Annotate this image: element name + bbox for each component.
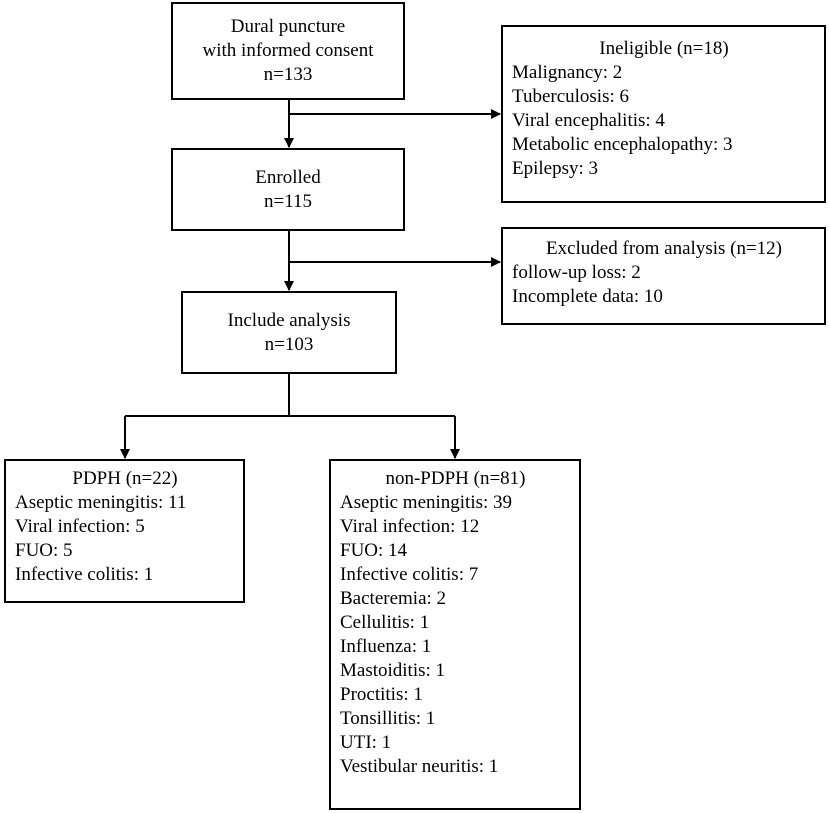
excluded-item: Incomplete data: 10 xyxy=(512,286,663,307)
non-pdph-item: Aseptic meningitis: 39 xyxy=(340,492,513,513)
non-pdph-item: Bacteremia: 2 xyxy=(340,588,447,609)
enrolled-box: Enrolled n=115 xyxy=(171,148,405,231)
ineligible-item: Epilepsy: 3 xyxy=(512,158,599,179)
enrolled-count: n=115 xyxy=(263,190,312,212)
ineligible-item: Malignancy: 2 xyxy=(512,62,623,83)
non-pdph-item: Cellulitis: 1 xyxy=(340,612,430,633)
non-pdph-item: FUO: 14 xyxy=(340,540,408,561)
non-pdph-title: non-PDPH (n=81) xyxy=(385,468,526,489)
non-pdph-item: Mastoiditis: 1 xyxy=(340,660,446,681)
ineligible-item: Viral encephalitis: 4 xyxy=(512,110,665,131)
pdph-title: PDPH (n=22) xyxy=(72,468,178,489)
ineligible-item: Metabolic encephalopathy: 3 xyxy=(512,134,733,155)
non-pdph-item: Proctitis: 1 xyxy=(340,684,423,705)
ineligible-item: Tuberculosis: 6 xyxy=(512,86,630,107)
excluded-box: Excluded from analysis (n=12) follow-up … xyxy=(501,227,826,325)
pdph-item: Infective colitis: 1 xyxy=(15,564,154,585)
non-pdph-item: Tonsillitis: 1 xyxy=(340,708,436,729)
non-pdph-item: UTI: 1 xyxy=(340,732,392,753)
dural-puncture-count: n=133 xyxy=(263,64,313,85)
non-pdph-item: Viral infection: 12 xyxy=(340,516,480,537)
ineligible-title: Ineligible (n=18) xyxy=(599,38,729,59)
pdph-item: Viral infection: 5 xyxy=(15,516,145,537)
non-pdph-box: non-PDPH (n=81) Aseptic meningitis: 39 V… xyxy=(329,459,581,810)
enrolled-label: Enrolled xyxy=(255,166,321,188)
non-pdph-item: Vestibular neuritis: 1 xyxy=(340,756,499,777)
dural-puncture-line-2: with informed consent xyxy=(202,40,374,61)
include-analysis-count: n=103 xyxy=(264,333,314,355)
dural-puncture-box: Dural puncture with informed consent n=1… xyxy=(171,2,405,100)
non-pdph-item: Influenza: 1 xyxy=(340,636,432,657)
excluded-item: follow-up loss: 2 xyxy=(512,262,641,283)
pdph-item: Aseptic meningitis: 11 xyxy=(15,492,187,513)
include-analysis-label: Include analysis xyxy=(227,309,351,331)
include-analysis-box: Include analysis n=103 xyxy=(181,291,397,374)
non-pdph-item: Infective colitis: 7 xyxy=(340,564,479,585)
pdph-item: FUO: 5 xyxy=(15,540,73,561)
ineligible-box: Ineligible (n=18) Malignancy: 2 Tubercul… xyxy=(501,25,826,203)
pdph-box: PDPH (n=22) Aseptic meningitis: 11 Viral… xyxy=(4,459,245,603)
dural-puncture-line-1: Dural puncture xyxy=(230,16,346,37)
excluded-title: Excluded from analysis (n=12) xyxy=(545,238,782,259)
